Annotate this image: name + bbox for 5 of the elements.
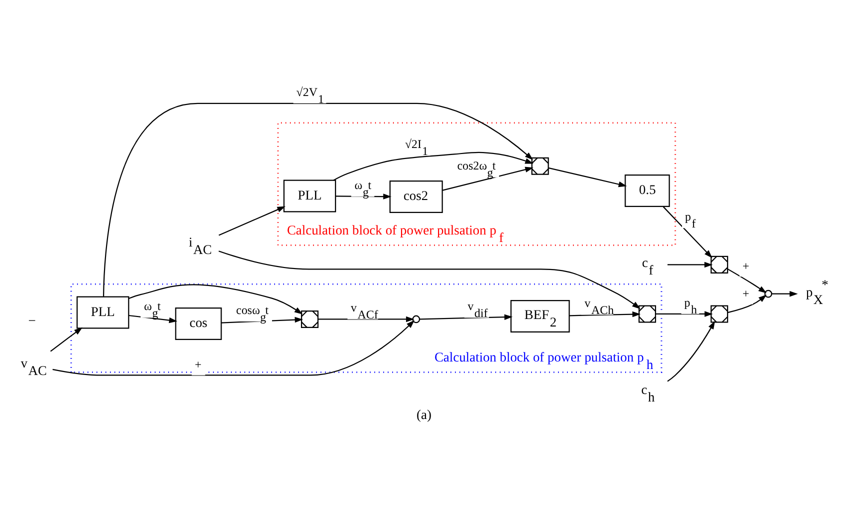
edge-label: + [194,356,202,371]
edge-label: + [742,258,750,272]
edge-label: + [742,286,750,300]
caption: (a) [416,406,432,422]
label: − [28,312,36,328]
